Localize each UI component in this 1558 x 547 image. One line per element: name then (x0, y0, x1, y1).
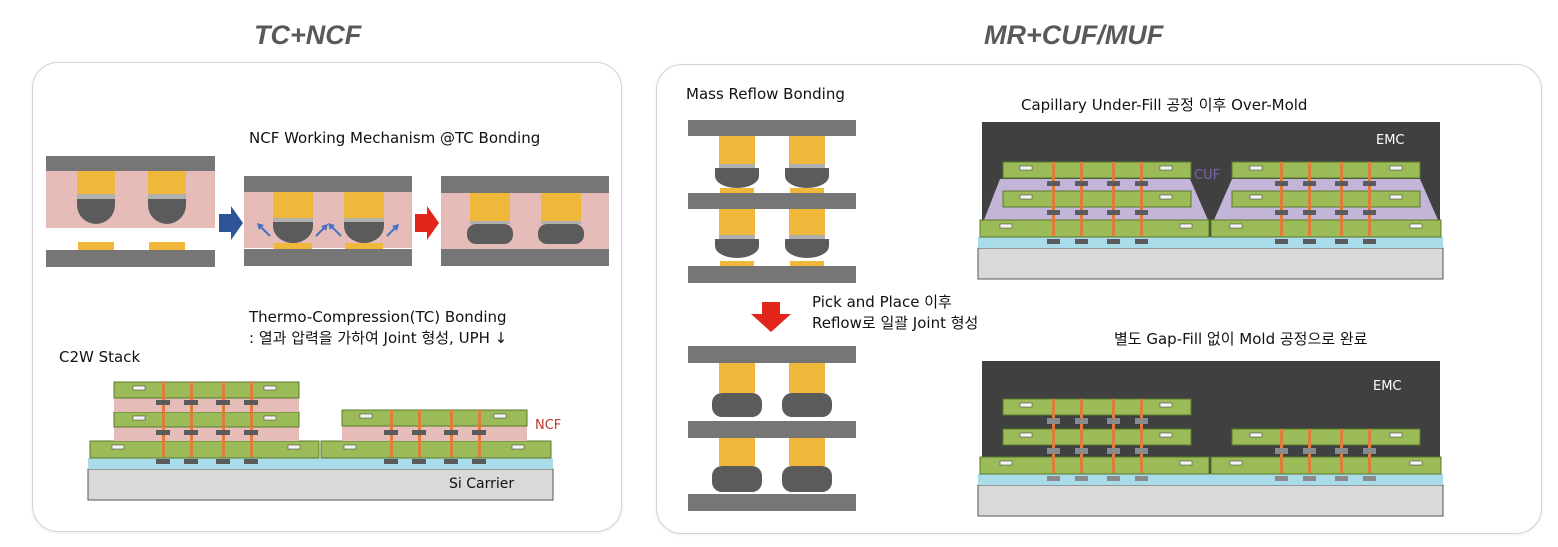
mass-reflow-after-diagram (688, 346, 856, 511)
ncf-step1-diagram (46, 156, 215, 267)
muf-diagram (977, 361, 1444, 517)
si-carrier-label: Si Carrier (449, 476, 515, 492)
tc-bonding-line1: Thermo-Compression(TC) Bonding (249, 308, 507, 326)
mass-reflow-label: Mass Reflow Bonding (686, 85, 845, 103)
ncf-mechanism-label: NCF Working Mechanism @TC Bonding (249, 129, 541, 147)
ncf-step3-diagram (441, 176, 609, 266)
c2w-stack-label: C2W Stack (59, 348, 141, 366)
right-panel-title: MR+CUF/MUF (984, 20, 1164, 50)
pick-place-line1: Pick and Place 이후 (812, 293, 952, 311)
ncf-step2-diagram (244, 176, 412, 266)
red-down-arrow (751, 302, 791, 332)
left-panel-title: TC+NCF (254, 20, 362, 50)
tc-bonding-line2: : 열과 압력을 가하여 Joint 형성, UPH ↓ (249, 329, 508, 347)
pick-place-line2: Reflow로 일괄 Joint 형성 (812, 314, 979, 332)
blue-right-arrow (219, 206, 243, 240)
mass-reflow-before-diagram (688, 120, 856, 283)
red-right-arrow (415, 206, 439, 240)
emc-label-bottom: EMC (1373, 379, 1402, 394)
ncf-label: NCF (535, 418, 562, 433)
cuf-overmold-diagram (977, 122, 1444, 280)
cuf-overmold-title: Capillary Under-Fill 공정 이후 Over-Mold (1021, 96, 1308, 114)
emc-label-top: EMC (1376, 133, 1405, 148)
cuf-label: CUF (1194, 168, 1221, 183)
muf-title: 별도 Gap-Fill 없이 Mold 공정으로 완료 (1114, 330, 1368, 348)
c2w-stack-diagram (87, 381, 554, 501)
